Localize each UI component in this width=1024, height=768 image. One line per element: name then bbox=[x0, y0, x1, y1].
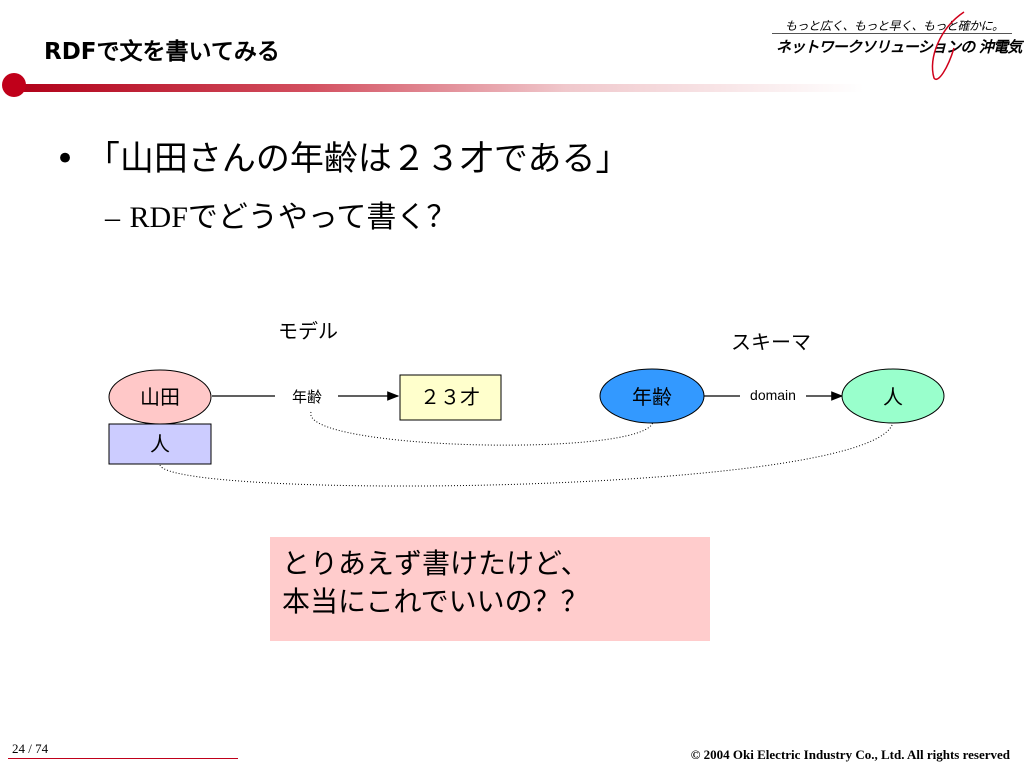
schema-label: スキーマ bbox=[731, 330, 811, 354]
bullet-main-text: 「山田さんの年齢は２３才である」 bbox=[85, 139, 630, 179]
logo-company: ネットワークソリューションの 沖電気 bbox=[776, 38, 1022, 56]
node-person-box-label: 人 bbox=[150, 432, 170, 456]
bullet-marker: • bbox=[55, 139, 76, 179]
bullet-main: • 「山田さんの年齢は２３才である」 bbox=[55, 131, 630, 180]
sub-bullet-marker: – bbox=[105, 201, 120, 234]
node-yamada-label: 山田 bbox=[140, 385, 180, 409]
sub-bullet-text: でどうやって書く？ bbox=[187, 200, 457, 235]
node-person-box bbox=[108, 423, 212, 465]
oki-logo-swoosh-icon bbox=[931, 11, 965, 81]
slide-title: RDFで文を書いてみる bbox=[44, 39, 280, 65]
edge-age-label: 年齢 bbox=[292, 388, 322, 406]
logo-tagline: もっと広く、もっと早く、もっと確かに。 bbox=[785, 19, 1004, 33]
page-number: 24 / 74 bbox=[12, 741, 49, 756]
node-age-value bbox=[399, 374, 502, 421]
dotted-link-age bbox=[310, 411, 654, 446]
title-underline-bar bbox=[14, 84, 864, 92]
sub-bullet-rdf: RDF bbox=[129, 201, 188, 234]
logo-divider bbox=[772, 33, 1012, 34]
title-bullet-dot bbox=[2, 73, 26, 97]
footer-divider bbox=[8, 758, 238, 759]
callout-line-2: 本当にこれでいいの？？ bbox=[282, 585, 589, 618]
node-person-label: 人 bbox=[883, 385, 903, 409]
dotted-link-person bbox=[159, 421, 894, 487]
callout-line-1: とりあえず書けたけど、 bbox=[282, 547, 589, 580]
model-label: モデル bbox=[278, 319, 338, 343]
node-age-property-label: 年齢 bbox=[632, 385, 672, 409]
edge-domain-label: domain bbox=[750, 387, 796, 403]
node-age-property bbox=[599, 368, 705, 424]
callout-box: とりあえず書けたけど、 本当にこれでいいの？？ bbox=[270, 537, 710, 641]
node-age-value-label: ２３才 bbox=[420, 385, 480, 409]
node-person bbox=[841, 368, 945, 424]
copyright-notice: © 2004 Oki Electric Industry Co., Ltd. A… bbox=[690, 747, 1010, 762]
rdf-diagram: モデル スキーマ 年齢 domain 山田 人 ２３才 年齢 人 bbox=[108, 319, 945, 487]
bullet-sub: – RDFでどうやって書く？ bbox=[105, 192, 456, 236]
